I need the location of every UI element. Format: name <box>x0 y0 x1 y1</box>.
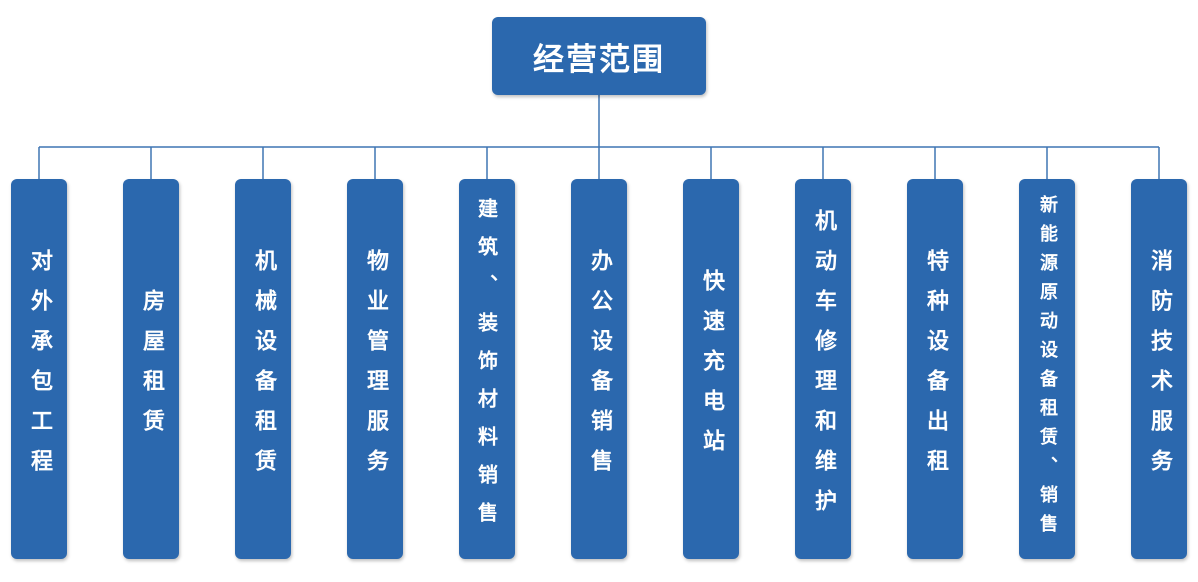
branch-node-label: 机动车修理和维护 <box>811 209 836 529</box>
branch-node: 建筑、装饰材料销售 <box>459 179 515 559</box>
branch-node-label: 物业管理服务 <box>363 249 388 489</box>
branch-node-label: 新能源原动设备租赁、销售 <box>1037 195 1058 543</box>
branch-node-label: 消防技术服务 <box>1147 249 1172 489</box>
branch-node: 对外承包工程 <box>11 179 67 559</box>
branch-node-label: 办公设备销售 <box>587 249 612 489</box>
branch-node: 快速充电站 <box>683 179 739 559</box>
branch-node-label: 特种设备出租 <box>923 249 948 489</box>
branch-node: 办公设备销售 <box>571 179 627 559</box>
branch-node: 新能源原动设备租赁、销售 <box>1019 179 1075 559</box>
branch-node-label: 建筑、装饰材料销售 <box>474 198 499 540</box>
branch-node-label: 机械设备租赁 <box>251 249 276 489</box>
branch-node-label: 房屋租赁 <box>139 289 164 449</box>
branch-node-label: 快速充电站 <box>699 269 724 469</box>
branch-node: 特种设备出租 <box>907 179 963 559</box>
branch-node: 房屋租赁 <box>123 179 179 559</box>
root-node: 经营范围 <box>492 17 706 95</box>
branch-node-label: 对外承包工程 <box>27 249 52 489</box>
branch-node: 物业管理服务 <box>347 179 403 559</box>
branch-node: 机动车修理和维护 <box>795 179 851 559</box>
branch-node: 消防技术服务 <box>1131 179 1187 559</box>
root-node-label: 经营范围 <box>533 41 665 78</box>
branch-node: 机械设备租赁 <box>235 179 291 559</box>
